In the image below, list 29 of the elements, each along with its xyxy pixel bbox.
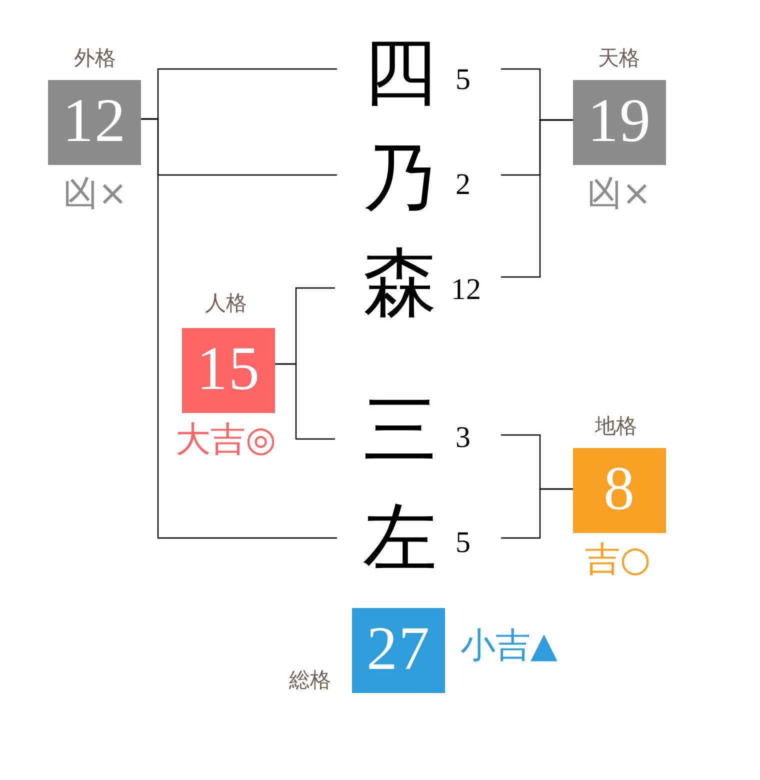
kanji-character: 森 <box>363 246 437 320</box>
fortune-label: 凶× <box>587 176 652 212</box>
fortune-label: 凶× <box>63 176 128 212</box>
fortune-label: 吉○ <box>585 542 651 578</box>
category-label: 天格 <box>598 48 640 68</box>
kanji-character: 乃 <box>363 141 437 215</box>
category-label: 外格 <box>74 48 116 68</box>
stroke-count: 12 <box>451 275 481 305</box>
fortune-label: 小吉▲ <box>460 628 558 664</box>
score-box: 15 <box>182 328 275 413</box>
connector-line <box>141 118 337 539</box>
stroke-count: 5 <box>456 528 470 558</box>
connector-line <box>275 363 335 440</box>
fortune-label: 大吉◎ <box>176 422 276 458</box>
kanji-character: 三 <box>363 393 437 467</box>
stroke-count: 3 <box>456 423 470 453</box>
score-box: 12 <box>48 80 141 165</box>
category-label: 総格 <box>289 670 331 690</box>
score-box: 8 <box>573 448 666 533</box>
kanji-character: 四 <box>363 35 437 109</box>
stroke-count: 5 <box>456 65 470 95</box>
score-box: 19 <box>573 80 666 165</box>
connector-line <box>501 119 573 278</box>
category-label: 地格 <box>595 416 637 436</box>
category-label: 人格 <box>205 292 247 314</box>
score-box: 27 <box>352 608 445 693</box>
stroke-count: 2 <box>456 170 470 200</box>
kanji-character: 左 <box>363 501 437 575</box>
connector-line <box>501 488 573 539</box>
